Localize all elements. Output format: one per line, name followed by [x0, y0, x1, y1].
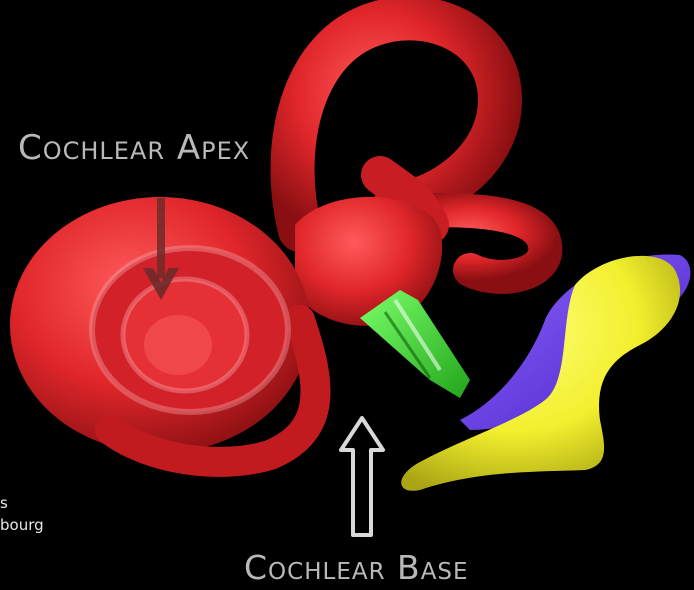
base-arrow [341, 418, 383, 535]
credit-line-1: s [0, 494, 8, 512]
credit-line-2: bourg [0, 516, 44, 534]
cochlear-apex-label: Cochlear Apex [18, 128, 250, 168]
cochlear-base-label: Cochlear Base [244, 548, 469, 587]
